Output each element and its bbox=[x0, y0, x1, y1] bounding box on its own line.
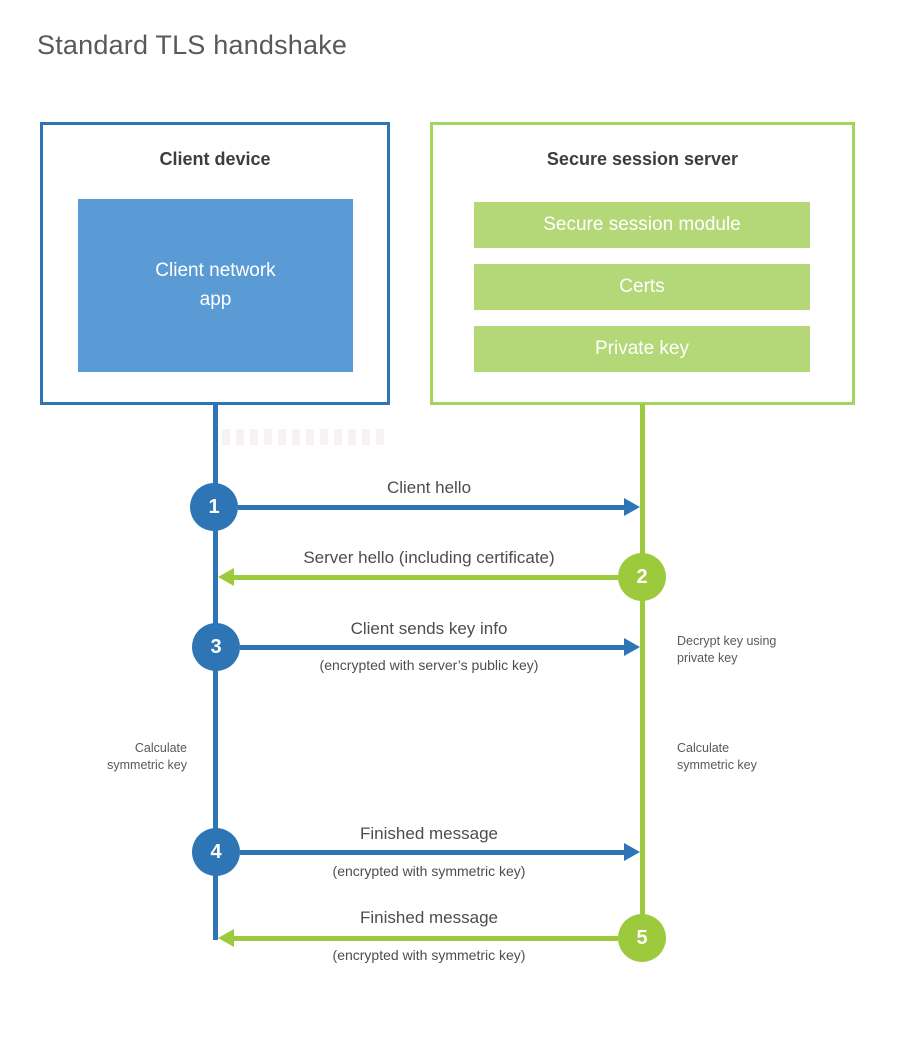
decrypt-key-note: Decrypt key using private key bbox=[677, 634, 777, 665]
step2-label: Server hello (including certificate) bbox=[303, 548, 555, 567]
step1-number: 1 bbox=[208, 495, 220, 518]
step1-arrowhead-right-icon bbox=[624, 498, 640, 516]
step5-sublabel: (encrypted with symmetric key) bbox=[332, 947, 526, 963]
step3-sublabel: (encrypted with server’s public key) bbox=[319, 657, 539, 673]
step4-label: Finished message bbox=[360, 824, 498, 843]
step1-circle: 1 bbox=[190, 483, 238, 531]
client-device-title: Client device bbox=[159, 149, 271, 169]
step5-arrow-line bbox=[234, 936, 618, 941]
step2-arrow-line bbox=[234, 575, 618, 580]
step2-number: 2 bbox=[636, 565, 648, 588]
step3-number: 3 bbox=[210, 635, 222, 658]
client-network-app-box: Client network app bbox=[78, 199, 353, 372]
step5-arrowhead-left-icon bbox=[218, 929, 234, 947]
client-device-box: Client device Client network app bbox=[40, 122, 390, 405]
step4-arrowhead-right-icon bbox=[624, 843, 640, 861]
calculate-symmetric-key-note-client: Calculate symmetric key bbox=[107, 741, 187, 772]
step2-circle: 2 bbox=[618, 553, 666, 601]
module-bar-private-key: Private key bbox=[474, 326, 810, 372]
step5-label: Finished message bbox=[360, 908, 498, 927]
calculate-symmetric-key-note-server: Calculate symmetric key bbox=[677, 741, 757, 772]
step3-arrow-line bbox=[240, 645, 624, 650]
module-bar-secure-session-module: Secure session module bbox=[474, 202, 810, 248]
step3-label: Client sends key info bbox=[350, 619, 508, 638]
step5-circle: 5 bbox=[618, 914, 666, 962]
client-lifeline bbox=[213, 404, 218, 940]
step1-arrow-line bbox=[238, 505, 624, 510]
step4-number: 4 bbox=[210, 840, 222, 863]
step1-label: Client hello bbox=[386, 478, 472, 497]
faint-dashes-artifact bbox=[222, 429, 388, 445]
secure-session-server-box: Secure session server Secure session mod… bbox=[430, 122, 855, 405]
step4-circle: 4 bbox=[192, 828, 240, 876]
step4-arrow-line bbox=[240, 850, 624, 855]
step4-sublabel: (encrypted with symmetric key) bbox=[332, 863, 526, 879]
server-lifeline bbox=[640, 404, 645, 938]
secure-session-server-title: Secure session server bbox=[546, 149, 739, 169]
step5-number: 5 bbox=[636, 926, 648, 949]
module-bar-certs: Certs bbox=[474, 264, 810, 310]
step3-circle: 3 bbox=[192, 623, 240, 671]
step3-arrowhead-right-icon bbox=[624, 638, 640, 656]
step2-arrowhead-left-icon bbox=[218, 568, 234, 586]
page-title: Standard TLS handshake bbox=[37, 30, 348, 60]
